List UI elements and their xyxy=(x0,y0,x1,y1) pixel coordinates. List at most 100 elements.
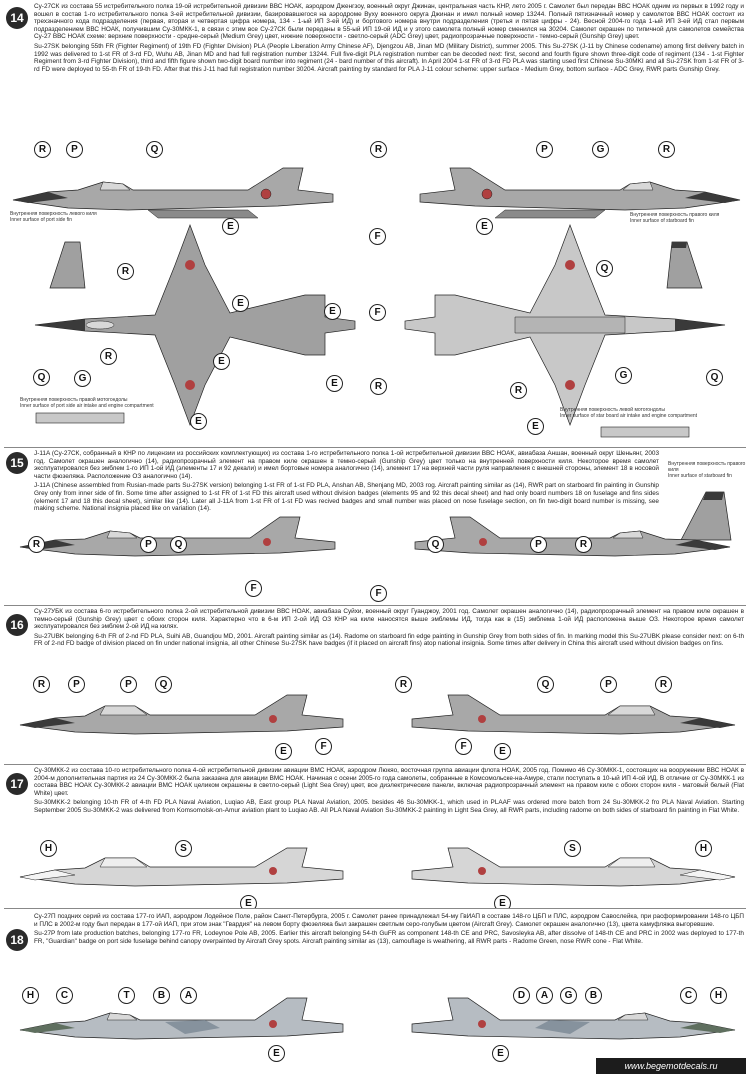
decal-code-A: A xyxy=(536,987,553,1004)
section-text: J-11A (Су-27СК, собранный в КНР по лицен… xyxy=(34,450,659,515)
decal-code-E: E xyxy=(213,353,230,370)
separator xyxy=(4,447,746,448)
decal-code-E: E xyxy=(527,418,544,435)
decal-code-Q: Q xyxy=(170,536,187,553)
side-view-starboard xyxy=(411,847,736,887)
decal-code-R: R xyxy=(34,141,51,158)
decal-code-E: E xyxy=(476,218,493,235)
text-en: Su-27P from late production batches, bel… xyxy=(34,930,744,945)
decal-code-Q: Q xyxy=(155,676,172,693)
decal-code-D: D xyxy=(513,987,530,1004)
intake-starboard-inner xyxy=(600,426,690,438)
side-view-starboard xyxy=(411,694,736,735)
section-text: Су-27П поздних серий из состава 177-го И… xyxy=(34,913,744,947)
decal-code-R: R xyxy=(510,382,527,399)
decal-code-E: E xyxy=(324,303,341,320)
decal-code-E: E xyxy=(222,218,239,235)
decal-code-F: F xyxy=(455,738,472,755)
caption-intake-starboard: Внутренняя поверхность левой мотогондолы… xyxy=(560,407,698,419)
decal-code-F: F xyxy=(369,304,386,321)
decal-code-E: E xyxy=(492,1045,509,1062)
decal-code-R: R xyxy=(100,348,117,365)
section-15: 15 J-11A (Су-27СК, собранный в КНР по ли… xyxy=(0,448,750,605)
text-en: Su-30MKK-2 belonging 10-th FR of 4-th FD… xyxy=(34,799,744,814)
text-ru: Су-27СК из состава 55 истребительного по… xyxy=(34,3,744,41)
decal-code-Q: Q xyxy=(33,369,50,386)
decal-code-P: P xyxy=(66,141,83,158)
decal-code-G: G xyxy=(560,987,577,1004)
decal-code-E: E xyxy=(275,743,292,760)
decal-code-F: F xyxy=(245,580,262,597)
section-14: 14 Су-27СК из состава 55 истребительного… xyxy=(0,0,750,447)
caption-fin-port: Внутренняя поверхность левого киля Inner… xyxy=(10,211,97,223)
decal-code-F: F xyxy=(369,228,386,245)
decal-code-S: S xyxy=(175,840,192,857)
side-view-starboard xyxy=(419,167,741,219)
decal-code-A: A xyxy=(180,987,197,1004)
text-en: J-11A (Chinese assembled from Rusian-mad… xyxy=(34,482,659,513)
side-view-port xyxy=(12,167,334,219)
section-number: 14 xyxy=(6,7,28,29)
caption-fin-starboard: Внутренняя поверхность правого киля Inne… xyxy=(630,212,720,224)
fin-starboard-inner xyxy=(680,491,732,541)
top-view-lower xyxy=(404,224,726,426)
decal-code-R: R xyxy=(33,676,50,693)
section-18: 18 Су-27П поздних серий из состава 177-г… xyxy=(0,909,750,1074)
text-ru: Су-27П поздних серий из состава 177-го И… xyxy=(34,913,744,928)
website-footer: www.begemotdecals.ru xyxy=(596,1058,746,1074)
decal-code-C: C xyxy=(680,987,697,1004)
decal-code-S: S xyxy=(564,840,581,857)
decal-code-T: T xyxy=(118,987,135,1004)
decal-code-R: R xyxy=(575,536,592,553)
section-number: 16 xyxy=(6,614,28,636)
decal-code-P: P xyxy=(600,676,617,693)
decal-code-R: R xyxy=(370,378,387,395)
decal-code-B: B xyxy=(153,987,170,1004)
section-17: 17 Су-30МКК-2 из состава 10-го истребите… xyxy=(0,765,750,908)
decal-code-Q: Q xyxy=(146,141,163,158)
decal-code-E: E xyxy=(232,295,249,312)
decal-code-H: H xyxy=(695,840,712,857)
decal-code-E: E xyxy=(240,895,257,908)
text-ru: J-11A (Су-27СК, собранный в КНР по лицен… xyxy=(34,450,659,480)
decal-code-E: E xyxy=(326,375,343,392)
top-view-upper xyxy=(34,224,356,426)
decal-code-P: P xyxy=(536,141,553,158)
decal-code-Q: Q xyxy=(706,369,723,386)
decal-code-R: R xyxy=(370,141,387,158)
section-16: 16 Су-27УБК из состава 6-го истребительн… xyxy=(0,606,750,764)
separator xyxy=(4,764,746,765)
section-number: 18 xyxy=(6,929,28,951)
separator xyxy=(4,908,746,909)
decal-code-P: P xyxy=(530,536,547,553)
decal-code-Q: Q xyxy=(427,536,444,553)
decal-code-R: R xyxy=(658,141,675,158)
intake-port-inner xyxy=(35,412,125,424)
decal-code-C: C xyxy=(56,987,73,1004)
decal-code-H: H xyxy=(22,987,39,1004)
decal-code-R: R xyxy=(28,536,45,553)
section-text: Су-27УБК из состава 6-го истребительного… xyxy=(34,608,744,650)
side-view-port xyxy=(19,694,344,735)
text-en: Su-27UBK belonging 6-th FR of 2-nd FD PL… xyxy=(34,632,744,648)
caption-fin-starboard: Внутренняя поверхность правого киля Inne… xyxy=(668,461,746,479)
side-view-port xyxy=(19,847,344,887)
decal-code-P: P xyxy=(120,676,137,693)
side-view-port xyxy=(19,997,344,1040)
decal-code-G: G xyxy=(592,141,609,158)
decal-code-E: E xyxy=(494,895,511,908)
text-en: Su-27SK belonging 55th FR (Fighter Regim… xyxy=(34,42,744,73)
side-view-starboard xyxy=(414,516,731,557)
section-number: 15 xyxy=(6,452,28,474)
decal-code-R: R xyxy=(395,676,412,693)
decal-code-R: R xyxy=(655,676,672,693)
decal-code-F: F xyxy=(315,738,332,755)
decal-code-P: P xyxy=(140,536,157,553)
text-ru: Су-30МКК-2 из состава 10-го истребительн… xyxy=(34,767,744,797)
decal-code-H: H xyxy=(710,987,727,1004)
caption-intake-port: Внутренняя поверхность правой мотогондол… xyxy=(20,397,154,409)
decal-code-F: F xyxy=(370,585,387,602)
decal-code-E: E xyxy=(268,1045,285,1062)
fin-starboard-inner xyxy=(666,241,703,289)
